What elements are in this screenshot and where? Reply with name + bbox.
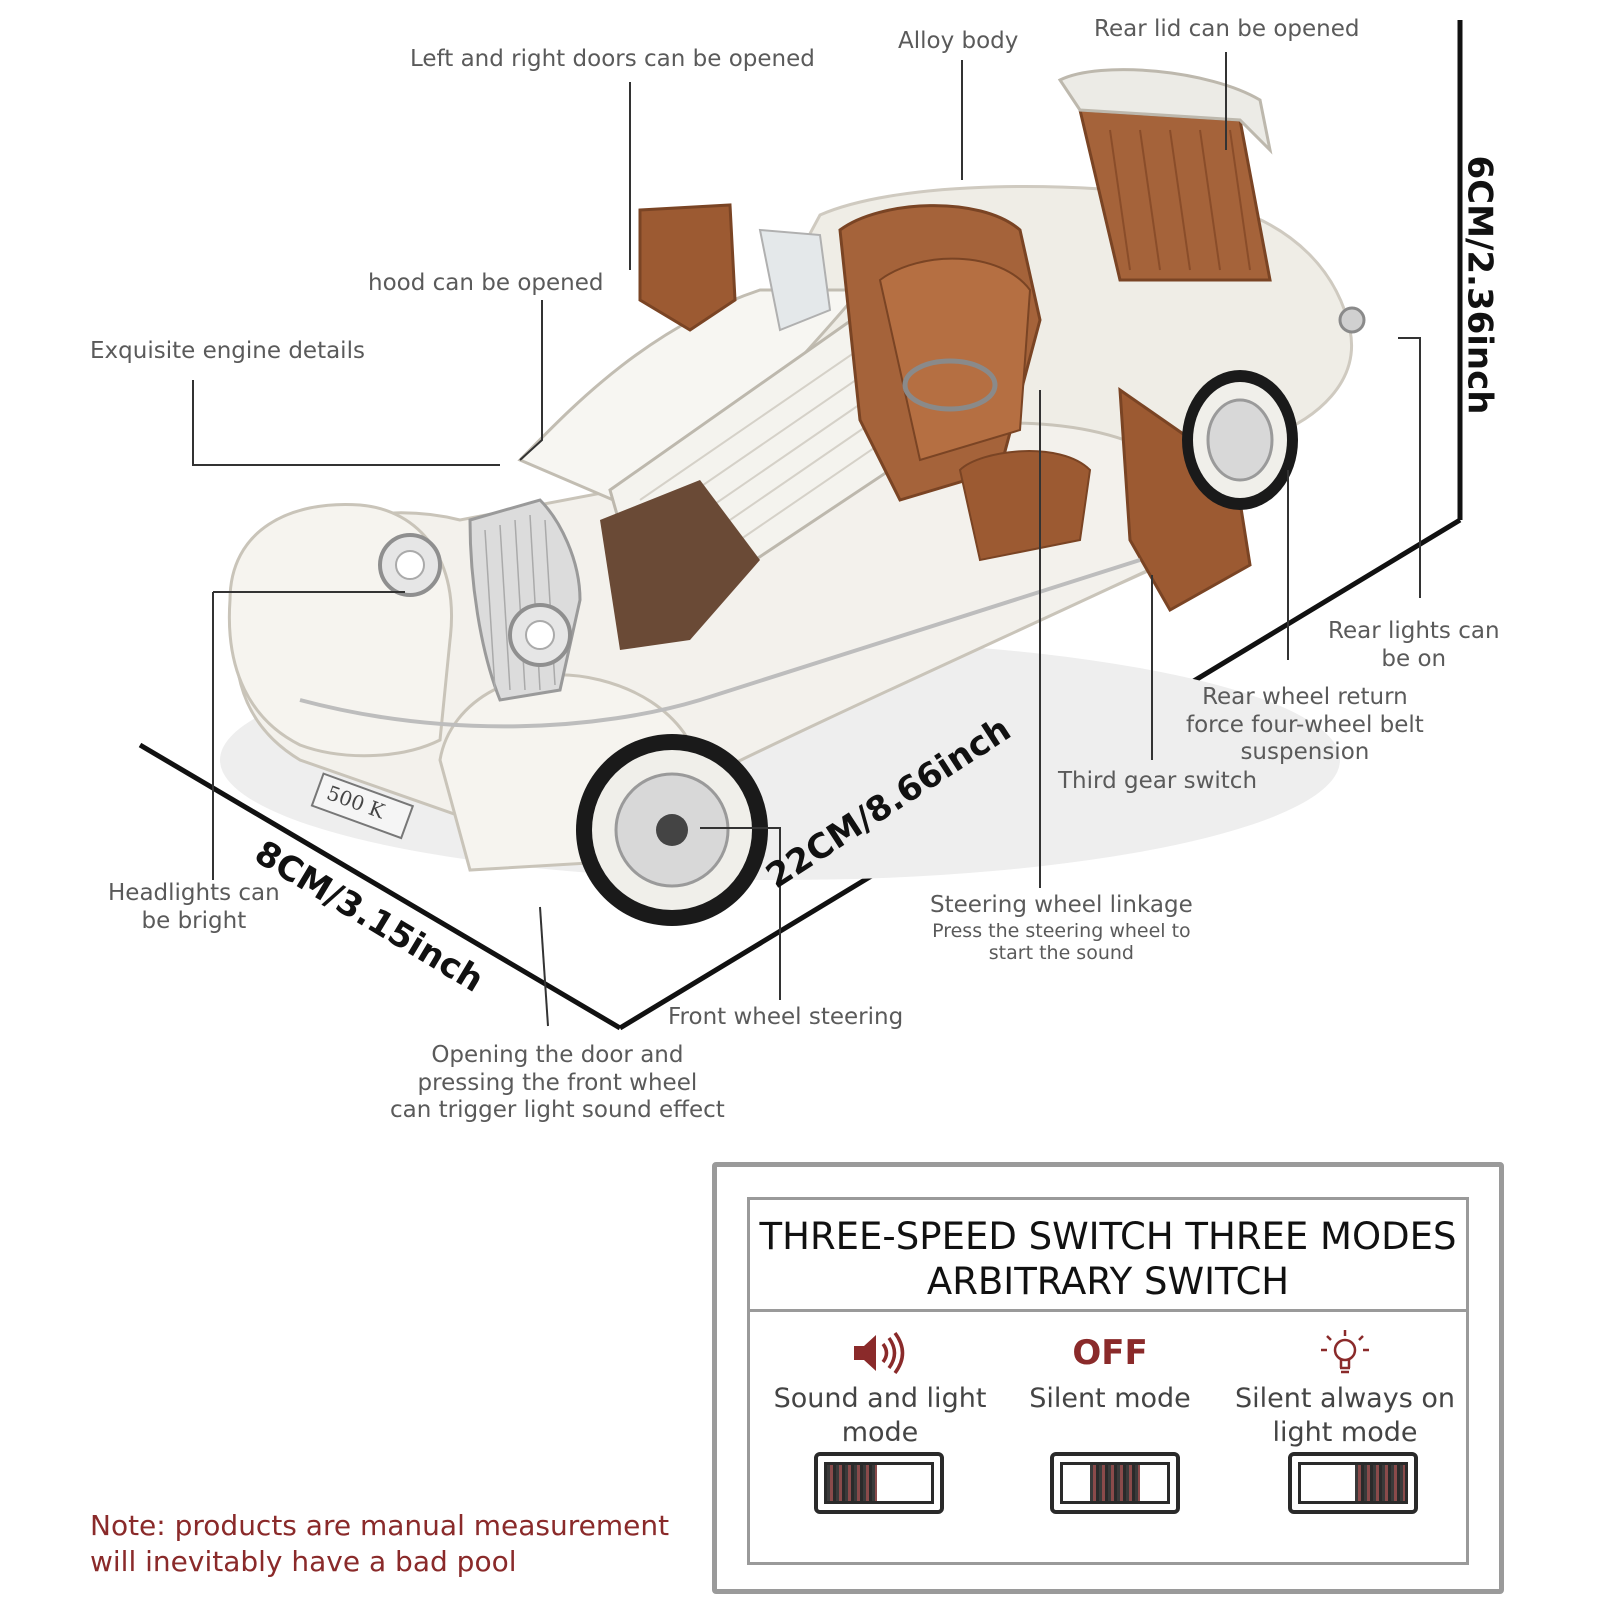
lightbulb-icon: [1321, 1330, 1369, 1374]
callout-suspension-line: Rear wheel return: [1202, 684, 1408, 710]
measurement-note: Note: products are manual measurement wi…: [90, 1508, 669, 1581]
note-line: will inevitably have a bad pool: [90, 1545, 517, 1579]
callout-steering-title: Steering wheel linkage: [930, 892, 1193, 918]
callout-rear-lights: Rear lights can be on: [1328, 618, 1500, 673]
callout-alloy-body: Alloy body: [898, 28, 1019, 54]
callout-rear-lights-line: Rear lights can: [1328, 618, 1500, 644]
callout-suspension: Rear wheel return force four-wheel belt …: [1186, 684, 1424, 767]
switch-title-line: THREE-SPEED SWITCH THREE MODES: [759, 1215, 1457, 1258]
switch-panel: THREE-SPEED SWITCH THREE MODES ARBITRARY…: [712, 1162, 1504, 1594]
callout-suspension-line: suspension: [1240, 739, 1370, 766]
switch-panel-inner: THREE-SPEED SWITCH THREE MODES ARBITRARY…: [747, 1197, 1469, 1565]
callout-doors: Left and right doors can be opened: [410, 46, 815, 72]
callout-headlights: Headlights can be bright: [108, 880, 280, 935]
callout-steering-sub: Press the steering wheel to: [932, 919, 1191, 942]
switch-toggle-sound-light[interactable]: [814, 1452, 944, 1514]
mode-light: Silent always on light mode: [1225, 1330, 1465, 1450]
switch-toggle-light[interactable]: [1288, 1452, 1418, 1514]
callout-steering-linkage: Steering wheel linkage Press the steerin…: [930, 892, 1193, 965]
switch-panel-title: THREE-SPEED SWITCH THREE MODES ARBITRARY…: [750, 1200, 1466, 1312]
mode-label-line: mode: [841, 1416, 919, 1448]
product-diagram: [138, 20, 1463, 1031]
speaker-icon: [854, 1331, 905, 1375]
mode-label-line: light mode: [1272, 1416, 1418, 1448]
callout-suspension-line: force four-wheel belt: [1186, 711, 1424, 738]
callout-door-trigger: Opening the door and pressing the front …: [390, 1042, 725, 1125]
mode-silent: OFF Silent mode: [990, 1330, 1230, 1416]
callout-headlights-line: be bright: [141, 907, 247, 934]
callout-door-trigger-line: Opening the door and: [431, 1042, 684, 1068]
switch-title-line: ARBITRARY SWITCH: [926, 1260, 1290, 1304]
callout-rear-lights-line: be on: [1381, 645, 1447, 672]
callout-front-steering: Front wheel steering: [668, 1004, 904, 1030]
callout-gear-switch: Third gear switch: [1058, 768, 1258, 794]
callout-steering-sub: start the sound: [988, 942, 1134, 965]
note-line: Note: products are manual measurement: [90, 1509, 670, 1542]
callout-door-trigger-line: can trigger light sound effect: [390, 1097, 725, 1124]
switch-knob: [827, 1465, 877, 1501]
callout-engine: Exquisite engine details: [90, 338, 365, 364]
mode-sound-light: Sound and light mode: [760, 1330, 1000, 1450]
callout-door-trigger-line: pressing the front wheel: [417, 1069, 698, 1096]
leader-lines: [192, 52, 1421, 1027]
off-label: OFF: [1072, 1333, 1148, 1373]
callout-hood: hood can be opened: [368, 270, 604, 296]
callout-rear-lid: Rear lid can be opened: [1094, 16, 1360, 42]
mode-label-line: Silent mode: [1029, 1383, 1191, 1414]
switch-toggle-silent[interactable]: [1050, 1452, 1180, 1514]
car-illustration: [220, 68, 1366, 926]
callout-headlights-line: Headlights can: [108, 880, 280, 906]
mode-label-line: Silent always on: [1235, 1383, 1455, 1414]
switch-knob: [1090, 1465, 1140, 1501]
mode-label-line: Sound and light: [773, 1383, 987, 1414]
switch-knob: [1355, 1465, 1405, 1501]
dimension-height: 6CM/2.36inch: [1459, 155, 1500, 415]
